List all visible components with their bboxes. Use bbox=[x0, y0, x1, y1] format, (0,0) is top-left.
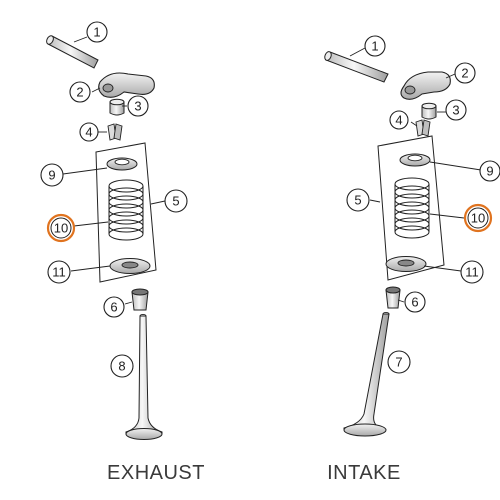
exhaust-rocker-arm bbox=[98, 72, 155, 98]
intake-valve-spring bbox=[394, 177, 430, 239]
exhaust-valve-spring bbox=[108, 179, 144, 241]
svg-text:4: 4 bbox=[395, 113, 402, 128]
intake-spring-retainer bbox=[399, 153, 431, 167]
svg-text:5: 5 bbox=[172, 194, 179, 209]
intake-callout-valve-seal: 6 bbox=[404, 291, 426, 313]
svg-text:4: 4 bbox=[85, 125, 92, 140]
svg-text:9: 9 bbox=[486, 164, 493, 179]
intake-valve-keeper bbox=[415, 119, 431, 137]
exhaust-valve-keeper bbox=[107, 123, 123, 141]
intake-leader-lines bbox=[349, 47, 482, 303]
svg-text:10: 10 bbox=[471, 211, 485, 226]
exhaust-callout-valve-spring: 10 bbox=[46, 213, 76, 243]
intake-rocker-arm bbox=[400, 71, 451, 100]
exhaust-spring-seat bbox=[109, 258, 151, 274]
svg-text:8: 8 bbox=[118, 359, 125, 374]
caption-intake: INTAKE bbox=[327, 462, 401, 484]
intake-valve-seal bbox=[385, 286, 401, 309]
svg-text:7: 7 bbox=[395, 355, 402, 370]
intake-callout-spring-retainer: 9 bbox=[479, 160, 500, 182]
intake-assembly: 1 2 3 4 9 5 10 11 bbox=[324, 35, 500, 437]
exhaust-callout-valve: 8 bbox=[110, 354, 134, 378]
svg-text:5: 5 bbox=[354, 193, 361, 208]
exhaust-spring-retainer bbox=[106, 157, 138, 171]
exhaust-callout-spring-retainer: 9 bbox=[40, 163, 64, 187]
svg-text:11: 11 bbox=[52, 265, 66, 280]
exhaust-callout-pushrod: 1 bbox=[86, 21, 108, 43]
exhaust-spring-assembly-frame bbox=[95, 142, 157, 283]
exhaust-leader-lines bbox=[62, 36, 166, 305]
intake-callout-valve: 7 bbox=[387, 350, 411, 374]
intake-callout-valve-keeper: 4 bbox=[389, 110, 409, 130]
exhaust-callout-spring-seat: 11 bbox=[47, 260, 71, 284]
svg-text:11: 11 bbox=[465, 265, 479, 280]
intake-callout-adjuster-cap: 3 bbox=[445, 99, 467, 121]
svg-text:3: 3 bbox=[134, 99, 141, 114]
svg-text:1: 1 bbox=[371, 39, 378, 54]
exhaust-callout-valve-keeper: 4 bbox=[79, 122, 99, 142]
svg-text:2: 2 bbox=[461, 66, 468, 81]
exhaust-callout-adjuster-cap: 3 bbox=[127, 95, 149, 117]
intake-callout-pushrod: 1 bbox=[364, 35, 386, 57]
svg-text:2: 2 bbox=[76, 85, 83, 100]
exhaust-callout-rocker-arm: 2 bbox=[69, 81, 91, 103]
exhaust-callout-spring-assembly: 5 bbox=[164, 189, 188, 213]
svg-text:10: 10 bbox=[54, 221, 68, 236]
exhaust-callout-valve-seal: 6 bbox=[103, 296, 125, 318]
intake-spring-seat bbox=[385, 256, 427, 272]
svg-text:6: 6 bbox=[110, 300, 117, 315]
intake-valve bbox=[343, 311, 390, 437]
exhaust-valve-seal bbox=[131, 288, 149, 311]
intake-pushrod bbox=[324, 51, 389, 83]
intake-callout-spring-seat: 11 bbox=[460, 260, 484, 284]
exhaust-adjuster-cap bbox=[109, 98, 125, 116]
svg-text:9: 9 bbox=[48, 168, 55, 183]
intake-callout-rocker-arm: 2 bbox=[454, 62, 476, 84]
svg-text:1: 1 bbox=[93, 25, 100, 40]
intake-adjuster-cap bbox=[421, 102, 437, 120]
caption-exhaust: EXHAUST bbox=[107, 462, 205, 484]
intake-callout-valve-spring: 10 bbox=[463, 203, 493, 233]
intake-callout-spring-assembly: 5 bbox=[346, 188, 370, 212]
intake-spring-assembly-frame bbox=[377, 135, 445, 281]
exhaust-pushrod bbox=[46, 35, 99, 69]
exhaust-assembly: 1 2 3 4 9 10 11 5 bbox=[40, 21, 188, 440]
svg-text:6: 6 bbox=[411, 295, 418, 310]
exhaust-valve bbox=[125, 313, 163, 440]
svg-text:3: 3 bbox=[452, 103, 459, 118]
